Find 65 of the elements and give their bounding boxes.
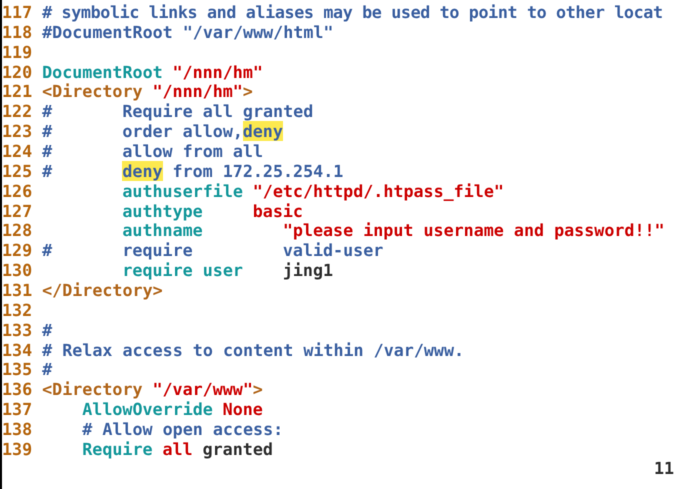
code-string: basic <box>252 200 303 221</box>
line-number: 125 <box>2 160 32 181</box>
code-keyword: AllowOverride <box>82 399 213 420</box>
code-tag: > <box>252 379 263 400</box>
code-string: "/var/www" <box>152 379 253 400</box>
code-keyword: authuserfile <box>122 180 243 201</box>
code-string: "/etc/httpd/.htpass_file" <box>252 180 504 201</box>
code-value: jing1 <box>282 260 334 280</box>
line-number: 130 <box>2 260 32 280</box>
code-comment: order allow, <box>122 121 243 142</box>
code-comment: # <box>42 141 52 162</box>
code-comment: # <box>42 160 52 181</box>
code-value: granted <box>202 438 273 459</box>
code-comment: allow from all <box>122 141 264 162</box>
line-number: 119 <box>2 42 32 62</box>
code-comment: # <box>42 101 52 122</box>
line-number: 120 <box>2 62 32 82</box>
code-keyword: Require <box>82 438 153 459</box>
line-number: 128 <box>2 220 32 240</box>
code-comment: #DocumentRoot "/var/www/html" <box>42 22 334 42</box>
code-string: "/nnn/hm" <box>152 81 243 102</box>
code-keyword: require user <box>122 260 243 280</box>
line-number: 131 <box>2 280 32 300</box>
line-number: 126 <box>2 180 32 201</box>
line-number: 124 <box>2 141 32 162</box>
highlighted-code: deny <box>242 121 283 142</box>
line-number: 122 <box>2 101 32 122</box>
code-comment: # <box>42 359 52 380</box>
code-comment: # <box>42 320 52 340</box>
line-number: 139 <box>2 438 32 459</box>
code-comment: # Relax access to content within /var/www. <box>42 340 464 360</box>
line-number: 127 <box>2 200 32 221</box>
code-comment: # Allow open access: <box>82 419 284 440</box>
code-string: "please input username and password!!" <box>282 220 665 240</box>
line-number: 133 <box>2 320 32 340</box>
line-number: 123 <box>2 121 32 142</box>
code-comment: Require all granted <box>122 101 314 122</box>
line-number: 134 <box>2 340 32 360</box>
line-number: 118 <box>2 22 32 42</box>
code-comment: require <box>122 240 193 260</box>
highlighted-code: deny <box>122 160 163 181</box>
line-number: 136 <box>2 379 32 400</box>
line-number: 137 <box>2 399 32 420</box>
status-text: 11 <box>654 458 674 478</box>
code-comment: # symbolic links and aliases may be used to point to other locat <box>42 2 663 22</box>
code-tag: <Directory <box>42 81 143 102</box>
code-comment: from 172.25.254.1 <box>172 160 344 181</box>
line-number: 129 <box>2 240 32 260</box>
line-number: 132 <box>2 300 32 320</box>
code-comment: # <box>42 240 52 260</box>
line-number: 117 <box>2 2 32 22</box>
code-string: "/nnn/hm" <box>172 62 263 82</box>
code-string: None <box>222 399 263 420</box>
code-keyword: authname <box>122 220 203 240</box>
line-number: 138 <box>2 419 32 440</box>
line-number: 135 <box>2 359 32 380</box>
code-comment: # <box>42 121 52 142</box>
code-keyword: DocumentRoot <box>42 62 163 82</box>
code-tag: > <box>242 81 253 102</box>
code-comment: valid-user <box>282 240 384 260</box>
code-keyword: authtype <box>122 200 203 221</box>
line-number: 121 <box>2 81 32 102</box>
code-tag: </Directory> <box>42 280 163 300</box>
code-string: all <box>162 438 193 459</box>
code-tag: <Directory <box>42 379 143 400</box>
